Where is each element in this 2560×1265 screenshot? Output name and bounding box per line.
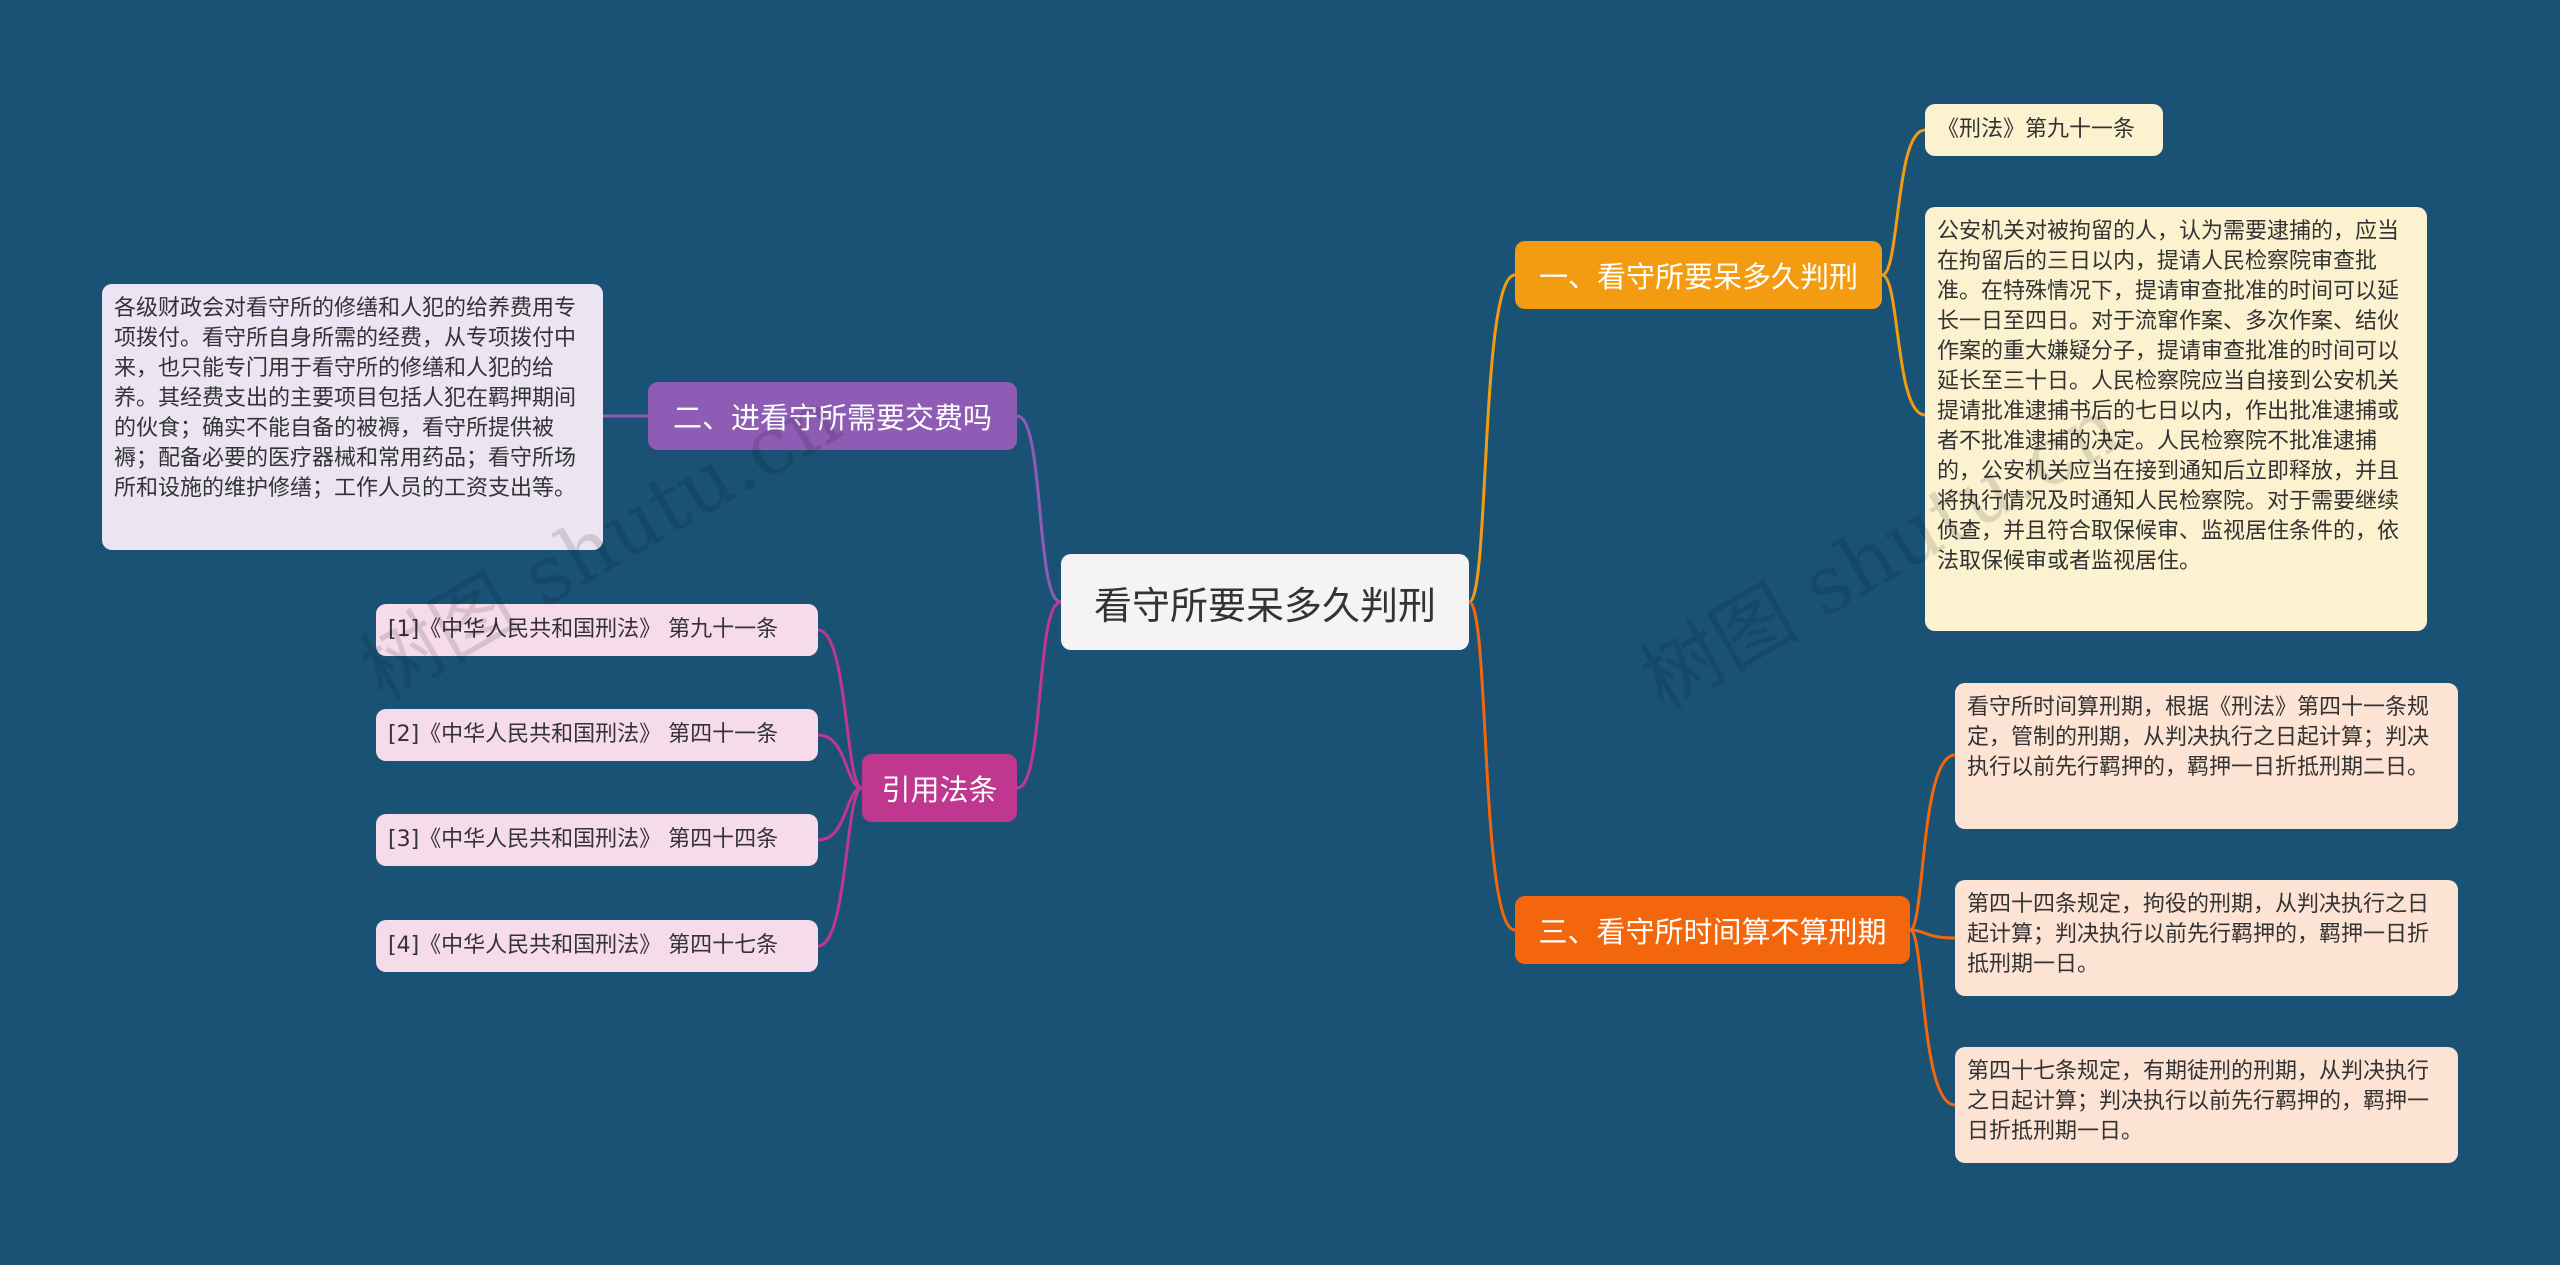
branch-node-3[interactable]: 三、看守所时间算不算刑期 xyxy=(1515,896,1910,964)
link-b3-leaf3 xyxy=(1908,928,1956,1107)
leaf-b4-2[interactable]: [2]《中华人民共和国刑法》 第四十一条 xyxy=(376,709,818,761)
link-b4-leaf4 xyxy=(817,786,863,948)
link-b1-leaf1 xyxy=(1881,128,1926,277)
link-b3-leaf1 xyxy=(1908,753,1956,932)
leaf-b3-2[interactable]: 第四十四条规定，拘役的刑期，从判决执行之日起计算；判决执行以前先行羁押的，羁押一… xyxy=(1955,880,2458,996)
leaf-b2-1[interactable]: 各级财政会对看守所的修缮和人犯的给养费用专项拨付。看守所自身所需的经费，从专项拨… xyxy=(102,284,603,550)
branch-node-2[interactable]: 二、进看守所需要交费吗 xyxy=(648,382,1017,450)
root-node[interactable]: 看守所要呆多久判刑 xyxy=(1061,554,1469,650)
leaf-b4-1[interactable]: [1]《中华人民共和国刑法》 第九十一条 xyxy=(376,604,818,656)
leaf-b1-2[interactable]: 公安机关对被拘留的人，认为需要逮捕的，应当在拘留后的三日以内，提请人民检察院审查… xyxy=(1925,207,2427,631)
leaf-b4-3[interactable]: [3]《中华人民共和国刑法》 第四十四条 xyxy=(376,814,818,866)
link-b4-leaf1 xyxy=(817,628,863,790)
link-root-b1 xyxy=(1467,273,1516,604)
leaf-b4-4[interactable]: [4]《中华人民共和国刑法》 第四十七条 xyxy=(376,920,818,972)
link-b4-leaf2 xyxy=(817,733,863,790)
link-root-b2 xyxy=(1016,414,1062,604)
leaf-b1-1[interactable]: 《刑法》第九十一条 xyxy=(1925,104,2163,156)
branch-node-4[interactable]: 引用法条 xyxy=(862,754,1017,822)
branch-node-1[interactable]: 一、看守所要呆多久判刑 xyxy=(1515,241,1882,309)
link-b4-leaf3 xyxy=(817,786,863,842)
link-root-b4 xyxy=(1016,600,1062,790)
leaf-b3-1[interactable]: 看守所时间算刑期，根据《刑法》第四十一条规定，管制的刑期，从判决执行之日起计算；… xyxy=(1955,683,2458,829)
link-root-b3 xyxy=(1467,600,1516,932)
link-b1-leaf2 xyxy=(1881,273,1926,417)
leaf-b3-3[interactable]: 第四十七条规定，有期徒刑的刑期，从判决执行之日起计算；判决执行以前先行羁押的，羁… xyxy=(1955,1047,2458,1163)
link-b3-leaf2 xyxy=(1909,928,1956,940)
